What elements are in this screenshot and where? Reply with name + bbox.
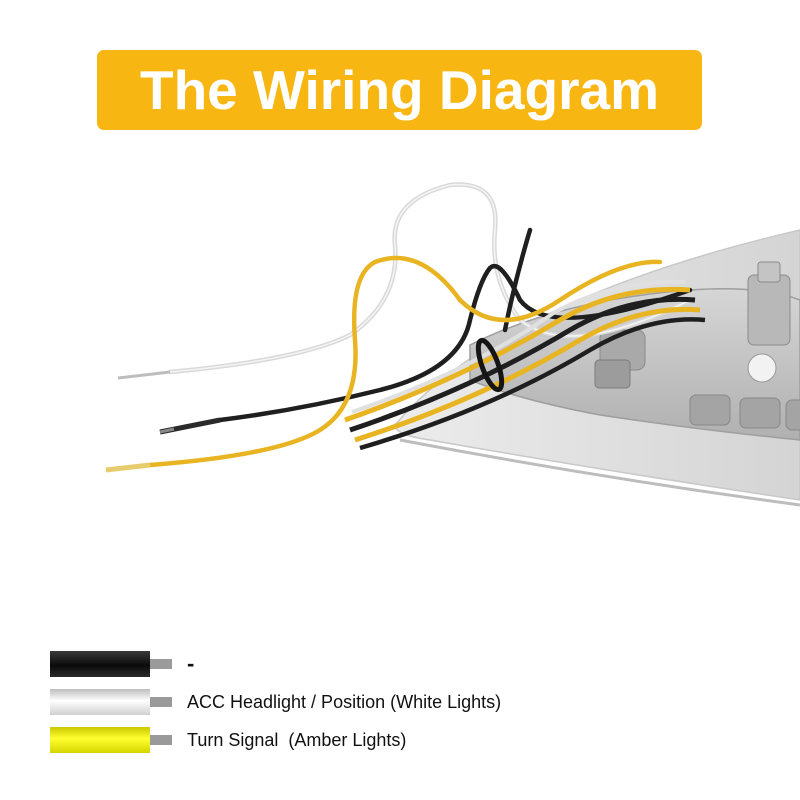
page-title: The Wiring Diagram [139, 59, 659, 121]
legend-label-yellow: Turn Signal (Amber Lights) [187, 729, 407, 750]
white-wire-tip [117, 370, 171, 380]
title-banner: The Wiring Diagram [97, 50, 702, 130]
yellow-wire [147, 255, 663, 468]
white-wire-swatch [50, 689, 175, 715]
black-wire-swatch [50, 651, 175, 677]
wire-color-legend: - ACC Headlight / Position (White Lights… [50, 645, 770, 759]
wire-clip [594, 359, 631, 389]
yellow-wire-tip [105, 462, 151, 473]
ce-badge [747, 353, 777, 383]
product-photo [105, 182, 800, 507]
wire-bundle [344, 286, 691, 423]
connector-plug [747, 274, 791, 346]
legend-row-white: ACC Headlight / Position (White Lights) [50, 683, 770, 721]
lens-rim [399, 438, 800, 507]
legend-label-white: ACC Headlight / Position (White Lights) [187, 691, 502, 712]
yellow-wire-swatch [50, 727, 175, 753]
legend-row-yellow: Turn Signal (Amber Lights) [50, 721, 770, 759]
legend-row-black: - [50, 645, 770, 683]
cable-tie [475, 337, 505, 393]
legend-label-black: - [187, 651, 195, 676]
